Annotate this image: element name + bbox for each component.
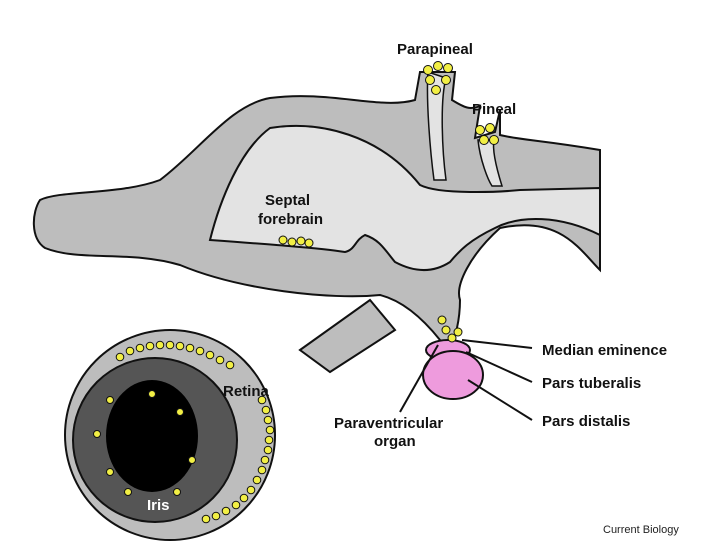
- label-parapineal: Parapineal: [397, 41, 473, 58]
- leader-lines: [399, 339, 533, 421]
- optic-nerve: [298, 298, 397, 374]
- pituitary-distalis: [422, 350, 484, 400]
- label-pineal: Pineal: [472, 101, 516, 118]
- label-iris: Iris: [147, 497, 170, 514]
- label-septal-line1: Septal: [265, 192, 310, 209]
- credit-text: Current Biology: [603, 524, 679, 536]
- photoreceptors: [93, 61, 499, 524]
- pineal-stalk: [477, 139, 504, 187]
- eye-pupil: [106, 380, 198, 492]
- label-pars-tuberalis: Pars tuberalis: [542, 375, 641, 392]
- label-paraventricular-line1: Paraventricular: [334, 415, 443, 432]
- label-retina: Retina: [223, 383, 270, 400]
- label-septal-line2: forebrain: [258, 211, 323, 228]
- label-median-eminence: Median eminence: [542, 342, 667, 359]
- parapineal-stalk: [426, 70, 447, 181]
- label-pars-distalis: Pars distalis: [542, 413, 630, 430]
- ventricle: [208, 125, 601, 271]
- label-paraventricular-line2: organ: [374, 433, 416, 450]
